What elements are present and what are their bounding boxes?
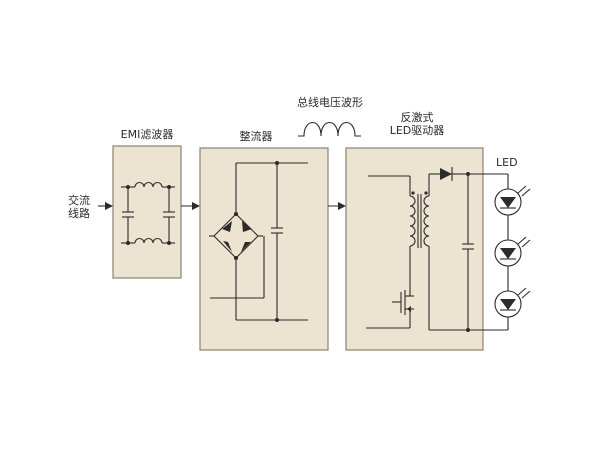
emi-top-inductor bbox=[134, 181, 163, 188]
bus-voltage-waveform-icon bbox=[298, 121, 361, 137]
output-diode bbox=[440, 168, 452, 180]
bridge-diode-3 bbox=[223, 241, 232, 252]
flyback-driver-block bbox=[345, 147, 484, 351]
bus-voltage-waveform-label: 总线电压波形 bbox=[297, 96, 363, 109]
bridge-diode-1 bbox=[222, 221, 232, 232]
bridge-diode-4 bbox=[241, 242, 251, 252]
ac-input-label-line-1: 交流 bbox=[68, 194, 90, 207]
flyback-driver-label-line-2: LED驱动器 bbox=[389, 124, 445, 137]
led-string bbox=[468, 173, 531, 331]
emi-filter-circuit bbox=[121, 181, 175, 245]
flyback-driver-circuit bbox=[366, 167, 474, 332]
led-2 bbox=[494, 236, 531, 267]
transformer-secondary bbox=[423, 195, 430, 247]
emi-bottom-inductor bbox=[134, 237, 163, 244]
flyback-driver-label: 反激式 LED驱动器 bbox=[378, 111, 456, 137]
rectifier-circuit bbox=[209, 161, 308, 322]
led-label: LED bbox=[496, 156, 518, 169]
rectifier-label: 整流器 bbox=[239, 130, 273, 143]
bridge-diode-2 bbox=[242, 221, 252, 232]
led-1 bbox=[494, 185, 531, 216]
ac-input-label-line-2: 线路 bbox=[68, 207, 90, 220]
ac-input-label: 交流 线路 bbox=[68, 194, 90, 220]
transformer-primary bbox=[409, 195, 416, 247]
flyback-driver-label-line-1: 反激式 bbox=[400, 111, 434, 124]
emi-filter-label: EMI滤波器 bbox=[120, 128, 174, 141]
led-3 bbox=[494, 287, 531, 318]
